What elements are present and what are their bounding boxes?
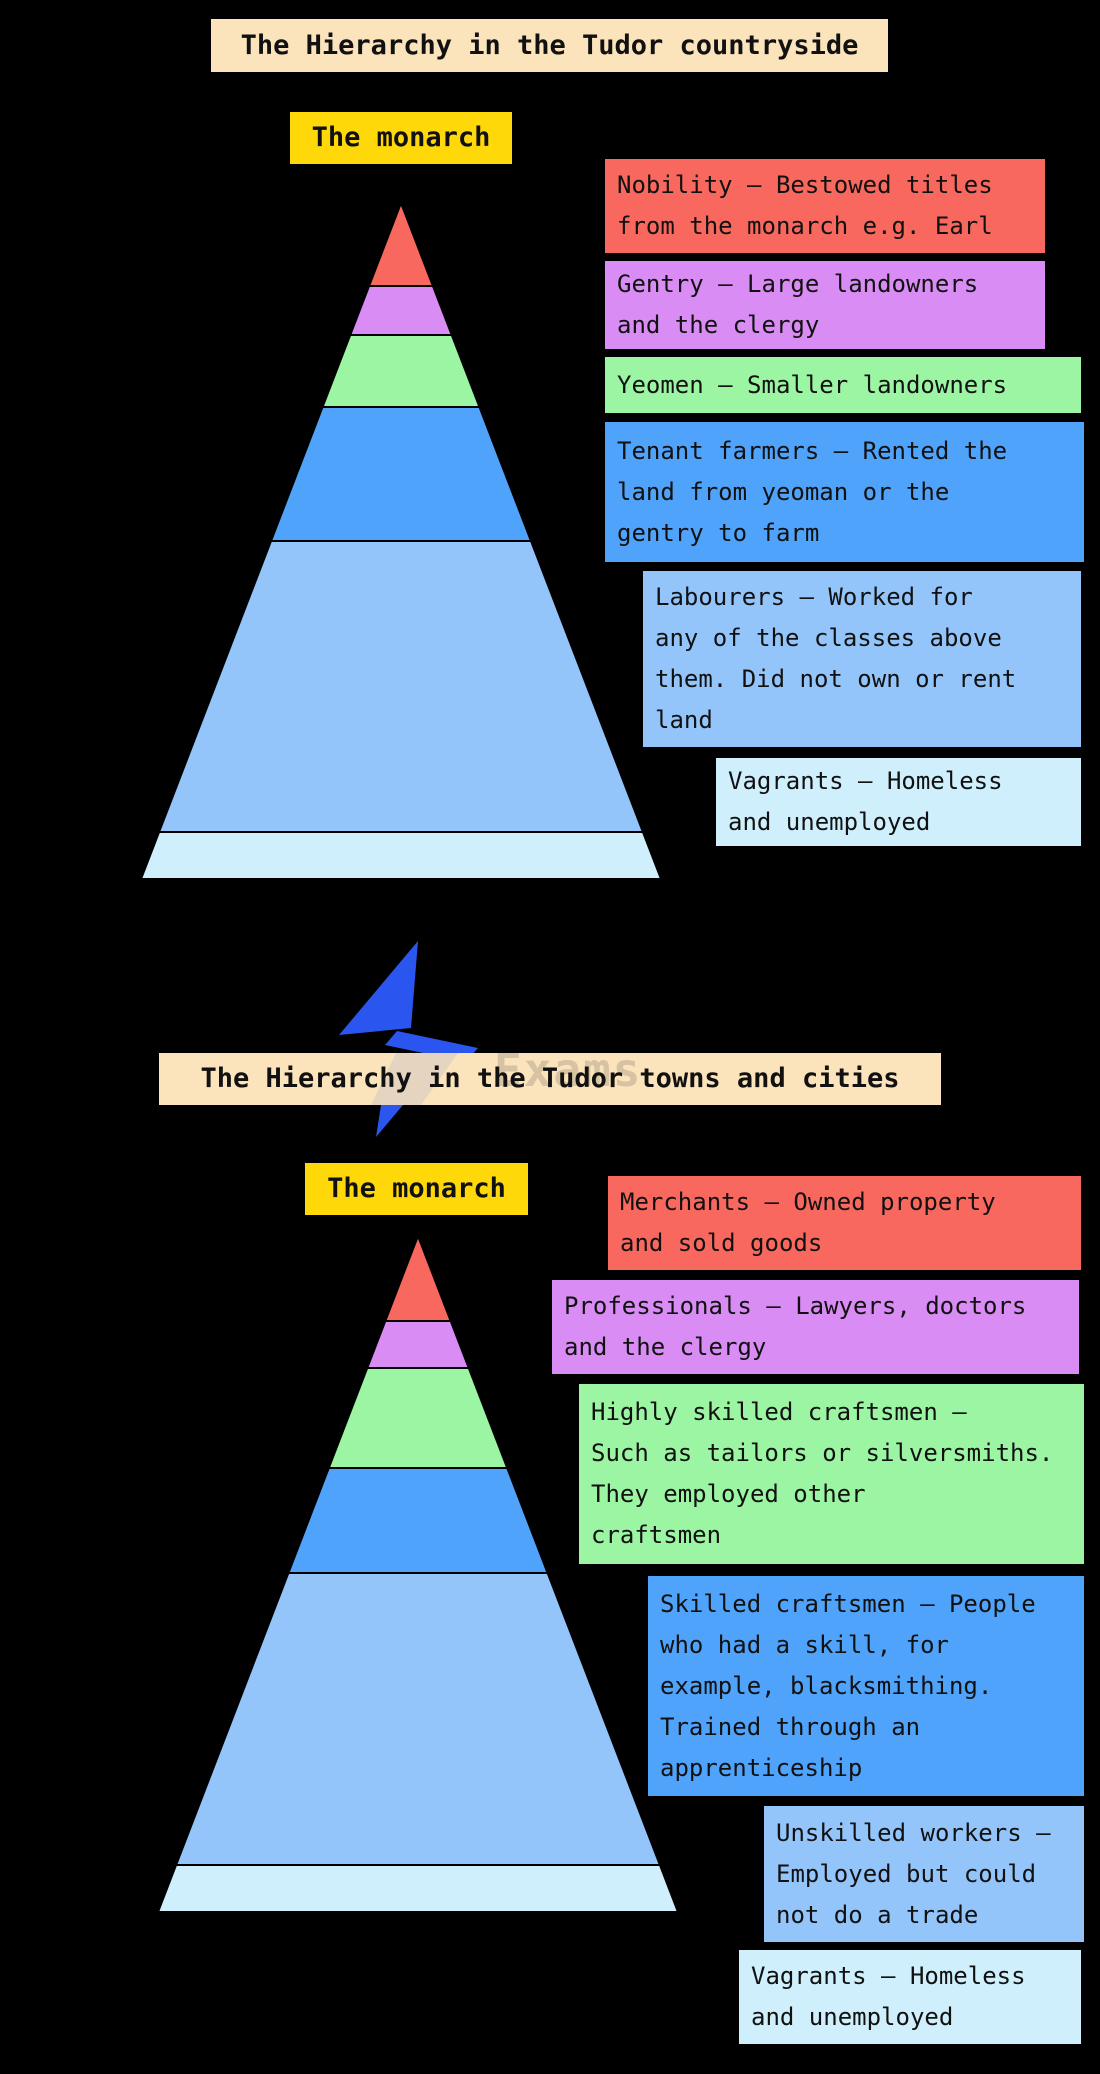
label-box-yeomen: Yeomen – Smaller landowners xyxy=(605,357,1081,413)
label-line: land from yeoman or the xyxy=(617,477,950,506)
pyramid-tier-professionals xyxy=(365,1320,471,1369)
label-line: and the clergy xyxy=(564,1333,767,1361)
pyramid-tier-tenant-farmers xyxy=(269,406,533,542)
pyramid-tier-skilled-craftsmen xyxy=(286,1467,550,1574)
countryside-title-box: The Hierarchy in the Tudor countryside xyxy=(211,19,888,72)
lightning-bolt-part-1 xyxy=(339,941,418,1035)
label-line: Yeomen – Smaller landowners xyxy=(617,370,1008,399)
towns-monarch-label: The monarch xyxy=(327,1173,506,1204)
label-line: Trained through an xyxy=(660,1712,921,1741)
label-box-unskilled-workers: Unskilled workers – Employed but could not… xyxy=(764,1806,1084,1942)
label-line: Gentry – Large landowners xyxy=(617,270,979,298)
label-line: and unemployed xyxy=(751,2003,954,2031)
pyramid-tier-vagrants xyxy=(156,1864,680,1913)
countryside-monarch-box: The monarch xyxy=(290,112,512,164)
pyramid-tier-yeomen xyxy=(321,334,481,408)
towns-title: The Hierarchy in the Tudor towns and cit… xyxy=(200,1063,900,1094)
label-line: Merchants – Owned property xyxy=(620,1188,996,1216)
label-box-tenant-farmers: Tenant farmers – Rented the land from yeo… xyxy=(605,422,1084,562)
label-line: Tenant farmers – Rented the xyxy=(617,436,1008,465)
countryside-monarch-label: The monarch xyxy=(311,122,491,153)
label-line: Professionals – Lawyers, doctors xyxy=(564,1292,1027,1320)
label-box-highly-skilled-craftsmen: Highly skilled craftsmen – Such as tailor… xyxy=(579,1384,1084,1564)
label-box-vagrants: Vagrants – Homeless and unemployed xyxy=(739,1950,1081,2044)
pyramid-tier-gentry xyxy=(348,285,454,336)
label-line: Highly skilled craftsmen – xyxy=(591,1398,967,1426)
label-line: Such as tailors or silversmiths. xyxy=(591,1439,1054,1467)
label-line: not do a trade xyxy=(776,1900,979,1929)
label-line: them. Did not own or rent xyxy=(655,665,1017,693)
label-line: gentry to farm xyxy=(617,518,820,547)
label-line: who had a skill, for xyxy=(660,1630,949,1659)
pyramid-tier-nobility xyxy=(367,200,435,287)
label-line: Employed but could xyxy=(776,1859,1037,1888)
label-box-gentry: Gentry – Large landowners and the clergy xyxy=(605,261,1045,349)
pyramid-tier-merchants xyxy=(383,1233,453,1322)
label-box-merchants: Merchants – Owned property and sold goods xyxy=(608,1176,1081,1270)
pyramid-tier-vagrants xyxy=(139,831,663,880)
label-line: example, blacksmithing. xyxy=(660,1671,993,1700)
label-line: and unemployed xyxy=(728,808,931,836)
label-box-labourers: Labourers – Worked for any of the classes… xyxy=(643,571,1081,747)
label-line: Nobility – Bestowed titles xyxy=(617,171,993,199)
towns-title-box: Exams The Hierarchy in the Tudor towns a… xyxy=(159,1053,941,1105)
label-line: and the clergy xyxy=(617,311,820,339)
label-line: Skilled craftsmen – People xyxy=(660,1589,1036,1618)
label-line: Unskilled workers – xyxy=(776,1818,1051,1847)
label-box-skilled-craftsmen: Skilled craftsmen – People who had a skil… xyxy=(648,1576,1084,1796)
pyramid-tier-unskilled-workers xyxy=(174,1572,662,1866)
pyramid-tier-labourers xyxy=(157,540,645,833)
label-box-vagrants: Vagrants – Homeless and unemployed xyxy=(716,758,1081,846)
label-line: and sold goods xyxy=(620,1229,823,1257)
label-line: Labourers – Worked for xyxy=(655,583,973,611)
pyramid-tier-highly-skilled-craftsmen xyxy=(327,1367,509,1469)
label-line: They employed other xyxy=(591,1480,866,1508)
label-line: from the monarch e.g. Earl xyxy=(617,212,993,240)
lightning-bolt-part-3 xyxy=(376,1105,403,1137)
label-line: any of the classes above xyxy=(655,624,1002,652)
label-line: land xyxy=(655,706,713,734)
towns-monarch-box: The monarch xyxy=(305,1163,528,1215)
countryside-title: The Hierarchy in the Tudor countryside xyxy=(240,29,859,61)
label-box-nobility: Nobility – Bestowed titles from the monar… xyxy=(605,159,1045,253)
label-line: craftsmen xyxy=(591,1521,722,1549)
label-line: apprenticeship xyxy=(660,1753,863,1782)
label-line: Vagrants – Homeless xyxy=(728,767,1003,795)
label-line: Vagrants – Homeless xyxy=(751,1962,1026,1990)
label-box-professionals: Professionals – Lawyers, doctors and the … xyxy=(552,1280,1079,1374)
